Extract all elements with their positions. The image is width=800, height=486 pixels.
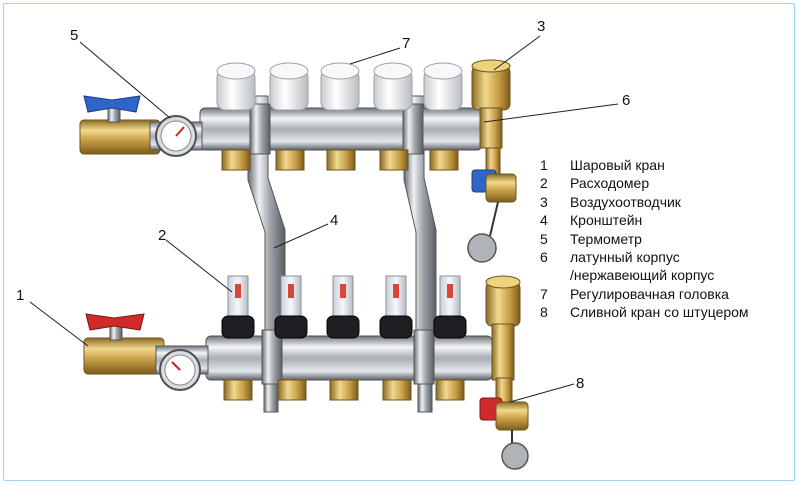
return-outlets [223, 379, 465, 401]
legend-label: Регулировачная головка [570, 285, 729, 302]
supply-drain-valve [467, 147, 517, 263]
legend-number: 8 [540, 304, 548, 321]
legend-number: 5 [540, 230, 548, 247]
legend-label: Термометр [570, 230, 642, 247]
callout-3: 3 [537, 18, 545, 35]
callout-6: 6 [622, 92, 630, 109]
legend-item-5: 5 Термометр [536, 230, 796, 248]
drain-valve [479, 377, 529, 470]
legend-item-4: 4 Кронштейн [536, 211, 796, 229]
callout-2: 2 [158, 227, 166, 244]
legend-number: 3 [540, 193, 548, 210]
callout-7: 7 [402, 35, 410, 52]
regulating-heads [216, 62, 463, 111]
parts-legend: 1 Шаровый кран 2 Расходомер 3 Воздухоотв… [536, 156, 796, 322]
callout-numbers: 1 2 3 4 5 6 7 8 [16, 18, 630, 392]
legend-item-6-continued: /нержавеющий корпус [536, 266, 796, 284]
legend-number: 7 [540, 285, 548, 302]
legend-label: Кронштейн [570, 212, 643, 229]
legend-label: /нержавеющий корпус [570, 267, 715, 284]
legend-item-8: 8 Сливной кран со штуцером [536, 303, 796, 321]
legend-item-1: 1 Шаровый кран [536, 156, 796, 174]
flow-meters [221, 275, 467, 339]
return-thermometer [155, 345, 209, 391]
legend-number: 4 [540, 212, 548, 229]
return-air-vent [485, 275, 521, 381]
supply-outlets [221, 149, 459, 171]
legend-item-6: 6 латунный корпус [536, 248, 796, 266]
legend-number: 1 [540, 157, 548, 173]
supply-manifold [199, 103, 483, 155]
leader-lines [29, 35, 619, 403]
supply-ball-valve [79, 95, 161, 155]
air-vent [471, 59, 511, 149]
legend-label: латунный корпус [570, 249, 680, 266]
callout-8: 8 [576, 375, 584, 392]
legend-label: Сливной кран со штуцером [570, 304, 749, 321]
legend-number: 2 [540, 175, 548, 192]
callout-4: 4 [330, 212, 338, 229]
callout-1: 1 [16, 287, 24, 304]
legend-label: Шаровый кран [570, 157, 665, 173]
return-ball-valve [83, 313, 165, 375]
legend-number: 6 [540, 249, 548, 266]
legend-label: Расходомер [570, 175, 650, 192]
legend-label: Воздухоотводчик [570, 193, 681, 210]
legend-item-3: 3 Воздухоотводчик [536, 193, 796, 211]
supply-thermometer [149, 115, 203, 157]
legend-item-2: 2 Расходомер [536, 174, 796, 192]
legend-item-7: 7 Регулировачная головка [536, 285, 796, 303]
diagram-frame [3, 3, 795, 481]
callout-5: 5 [70, 27, 78, 44]
